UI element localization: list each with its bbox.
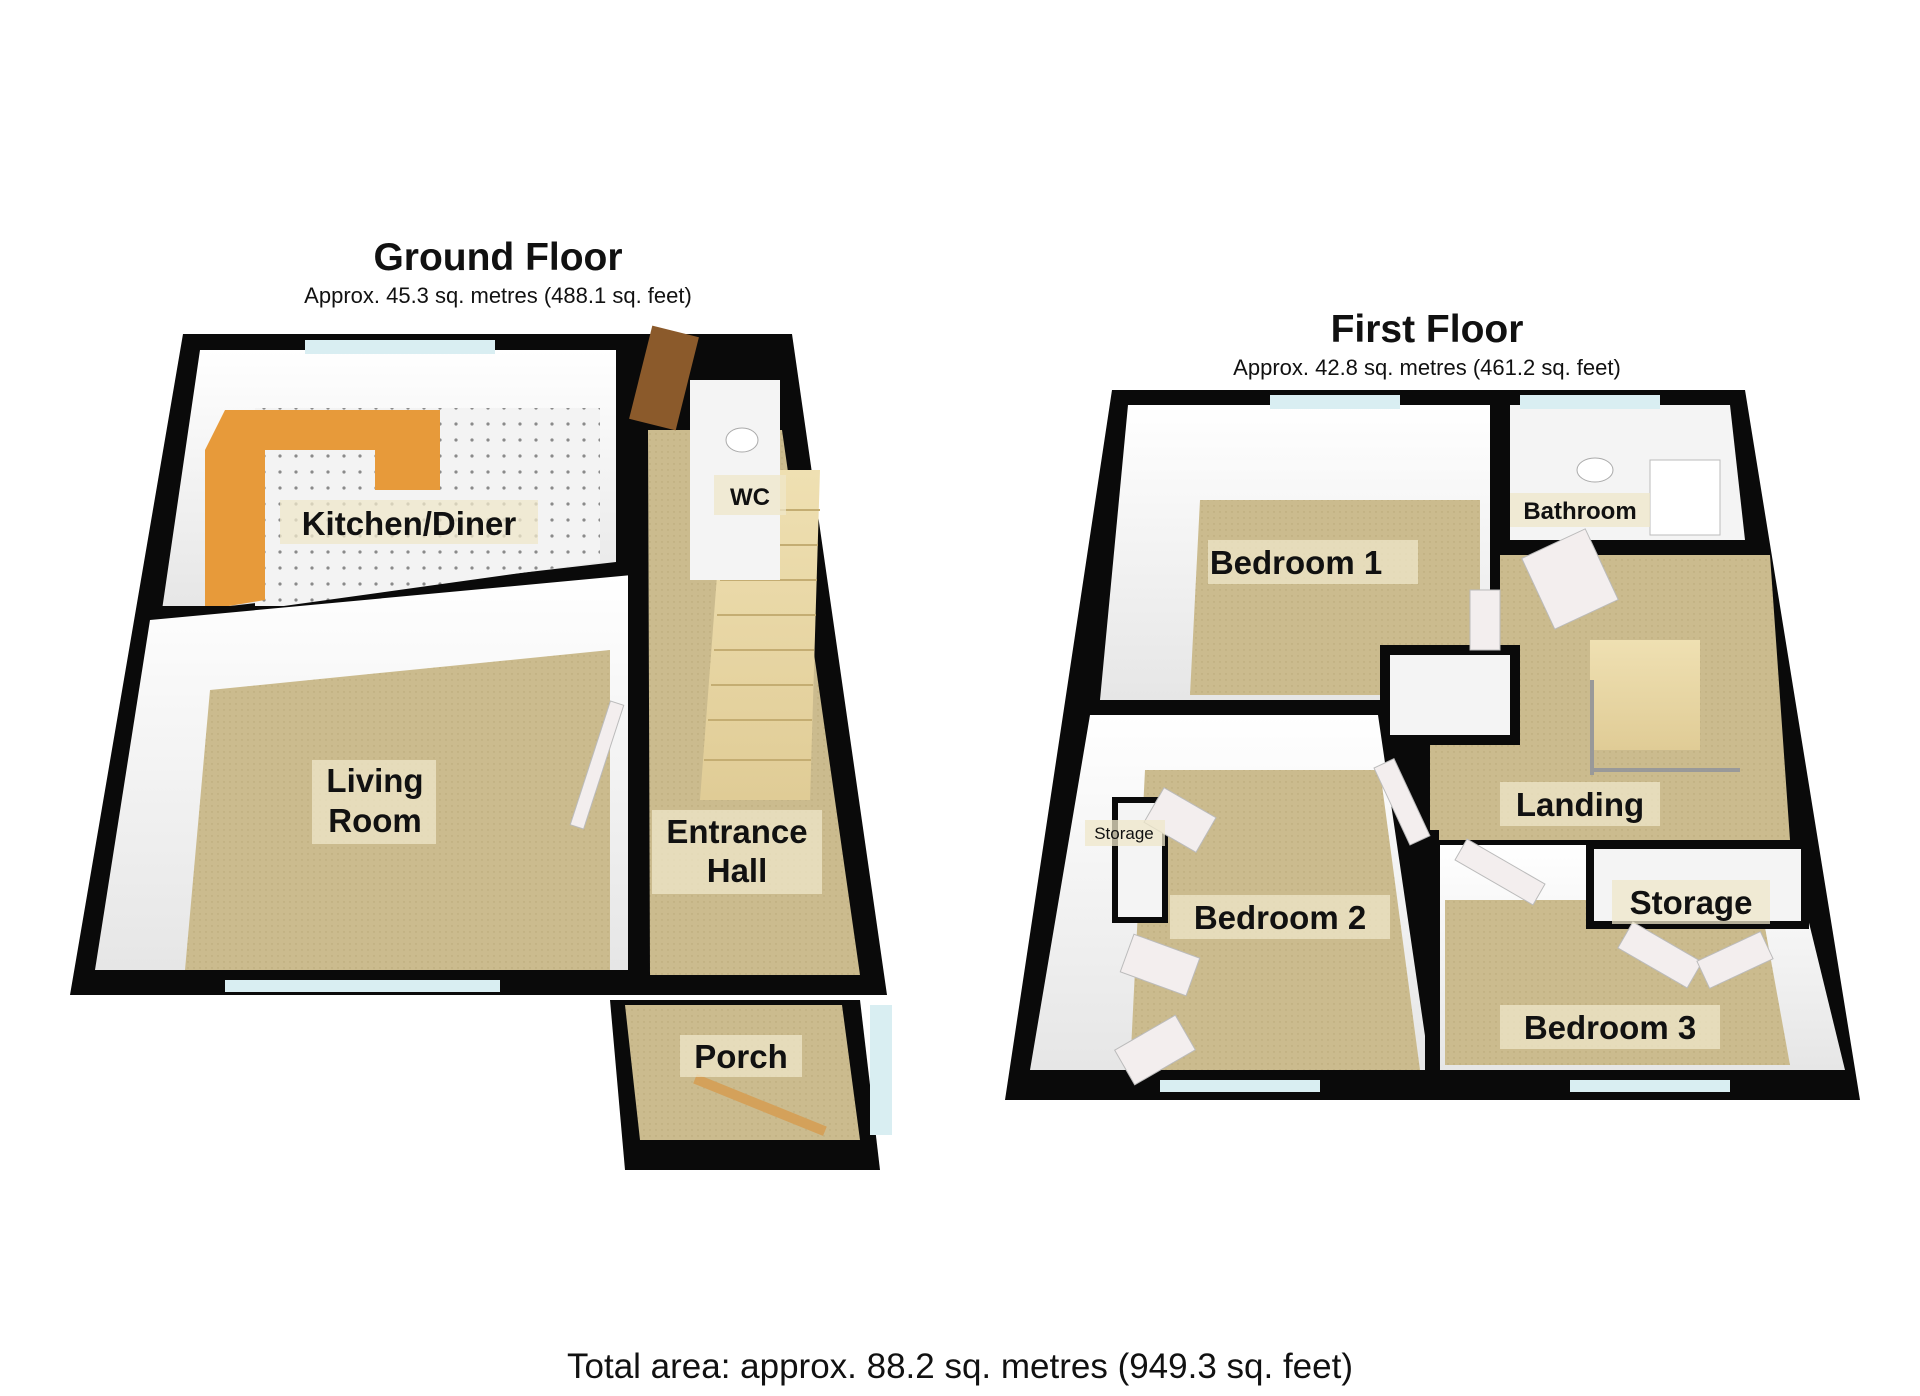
- bedroom-3-label: Bedroom 3: [1524, 1009, 1696, 1046]
- storage-door-right-a: [1617, 921, 1703, 989]
- kitchen-window: [305, 340, 495, 354]
- storage-door-right-b: [1696, 930, 1774, 990]
- bedroom-2-storage-label: Storage: [1094, 824, 1154, 843]
- bedroom-3-door: [1454, 838, 1546, 906]
- porch-window: [870, 1005, 892, 1135]
- bedroom-1-window: [1270, 395, 1400, 409]
- hall-door: [569, 700, 625, 830]
- wardrobe-door-a: [1119, 933, 1201, 997]
- bedroom-1-label: Bedroom 1: [1210, 544, 1382, 581]
- first-floor-plan: [1005, 390, 1860, 1100]
- kitchen-worktop: [205, 410, 440, 610]
- storage-label: Storage: [1630, 884, 1753, 921]
- living-room-label-line1: Living: [326, 762, 423, 799]
- wardrobe-door-b: [1114, 1014, 1196, 1086]
- landing-label: Landing: [1516, 786, 1644, 823]
- central-cupboard: [1380, 645, 1520, 745]
- total-area: Total area: approx. 88.2 sq. metres (949…: [567, 1347, 1353, 1386]
- kitchen-diner-label: Kitchen/Diner: [302, 505, 517, 542]
- entrance-hall-label-line1: Entrance: [666, 813, 807, 850]
- ground-floor-area: Approx. 45.3 sq. metres (488.1 sq. feet): [304, 283, 692, 308]
- kitchen-diner-room: [162, 340, 616, 610]
- bathroom-label: Bathroom: [1523, 498, 1636, 525]
- bedroom-2-label: Bedroom 2: [1194, 899, 1366, 936]
- living-room-label-line2: Room: [328, 802, 422, 839]
- ground-floor-title: Ground Floor: [373, 236, 622, 279]
- stair-rail: [1590, 640, 1740, 775]
- first-floor-title: First Floor: [1331, 308, 1524, 351]
- porch-door: [693, 1074, 827, 1136]
- bedroom-1-door: [1469, 589, 1501, 651]
- bath: [1649, 459, 1721, 536]
- living-room-window: [225, 980, 500, 992]
- bedroom-3-window: [1570, 1080, 1730, 1092]
- first-floor-area: Approx. 42.8 sq. metres (461.2 sq. feet): [1233, 355, 1621, 380]
- bathroom-door: [1521, 528, 1619, 630]
- entrance-hall-label-line2: Hall: [707, 852, 768, 889]
- bedroom-2-door: [1373, 758, 1431, 846]
- ground-floor-labels: Ground Floor Approx. 45.3 sq. metres (48…: [280, 236, 822, 1077]
- porch-room: [610, 1000, 892, 1170]
- toilet: [725, 427, 759, 453]
- washbasin: [1576, 457, 1614, 483]
- wc-label: WC: [730, 484, 770, 511]
- front-door: [629, 325, 699, 431]
- storage-door: [1143, 786, 1217, 854]
- bedroom-2-window: [1160, 1080, 1320, 1092]
- bathroom-window: [1520, 395, 1660, 409]
- first-floor-labels: First Floor Approx. 42.8 sq. metres (461…: [1085, 308, 1770, 1049]
- porch-label: Porch: [694, 1038, 788, 1075]
- landing-area: [1430, 555, 1790, 840]
